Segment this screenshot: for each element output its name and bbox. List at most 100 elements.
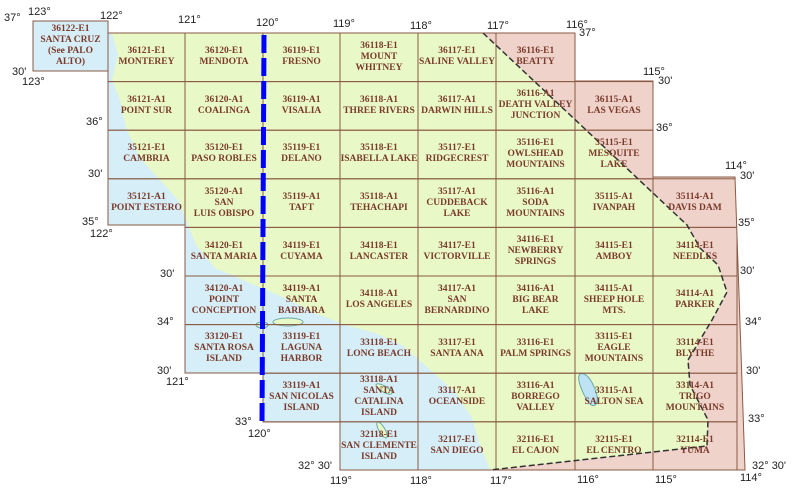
quadrangle-code: 35121-E1: [127, 143, 166, 154]
quadrangle-code: 33119-A1: [282, 380, 321, 391]
quadrangle-code: 36117-A1: [438, 94, 476, 105]
lon-label: 120°: [248, 428, 271, 440]
quadrangle-name: FRESNO: [282, 57, 321, 68]
quadrangle-name: EL CENTRO: [586, 446, 642, 457]
quadrangle-name: SANTA MARIA: [190, 251, 258, 262]
lat-label: 35°: [82, 216, 99, 228]
lon-label: 120°: [256, 17, 279, 29]
quadrangle-name: MONTEREY: [118, 57, 175, 68]
quadrangle-code: 36121-E1: [127, 46, 166, 57]
quadrangle-code: 36118-A1: [360, 94, 398, 105]
quadrangle-code: 36115-A1: [595, 94, 633, 105]
quadrangle-name: BORREGO VALLEY: [511, 391, 560, 413]
quadrangle-code: 34120-A1: [204, 283, 244, 294]
quadrangle-code: 35120-E1: [205, 143, 243, 154]
lat-label: 30': [740, 170, 755, 182]
quadrangle-name: SAN BERNARDINO: [424, 294, 490, 316]
quadrangle-name: SANTA BARBARA: [278, 294, 325, 316]
lat-label: 32° 30': [752, 460, 787, 472]
quadrangle-code: 34115-E1: [595, 240, 633, 251]
quadrangle-name: POINT ESTERO: [111, 203, 182, 214]
lon-label: 118°: [410, 475, 432, 487]
quadrangle-name: SANTA ANA: [430, 348, 484, 359]
quadrangle-name: PALM SPRINGS: [500, 348, 571, 359]
quadrangle-name: OCEANSIDE: [428, 397, 486, 408]
lon-label: 115°: [643, 66, 665, 78]
quadrangle-name: CUYAMA: [280, 251, 323, 262]
quadrangle-code: 35118-A1: [360, 192, 398, 203]
quadrangle-code: 34115-A1: [595, 283, 633, 294]
quadrangle-code: 34120-E1: [205, 240, 243, 251]
quadrangle-name: POINT CONCEPTION: [191, 294, 257, 316]
quadrangle-name: SALTON SEA: [584, 397, 644, 408]
quadrangle-name: POINT SUR: [120, 105, 173, 116]
quadrangle-code: 36120-A1: [204, 94, 244, 105]
quadrangle-name: EL CAJON: [511, 446, 560, 457]
lat-label: 30': [658, 75, 673, 87]
lat-label: 30': [160, 268, 175, 280]
quadrangle-code: 35115-E1: [595, 137, 633, 148]
